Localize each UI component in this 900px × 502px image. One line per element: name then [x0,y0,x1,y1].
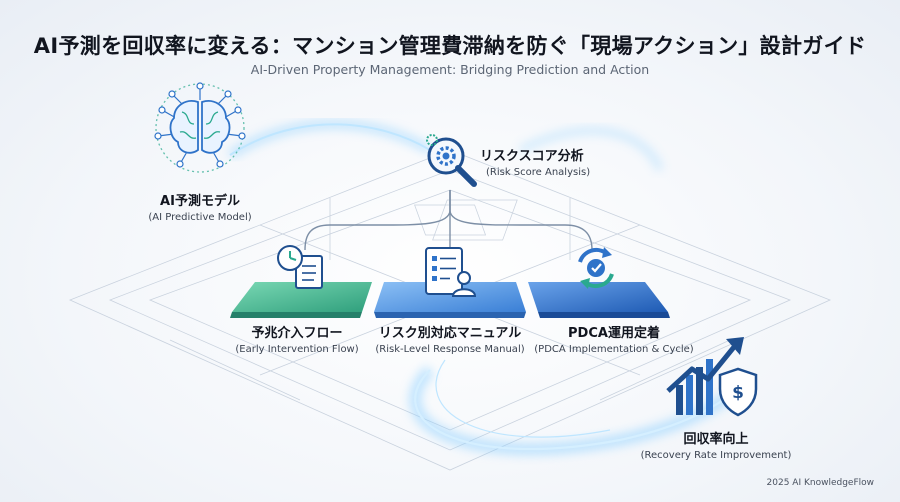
node-ai-model-jp: AI予測モデル [160,194,240,209]
node-ai-model: AI予測モデル (AI Predictive Model) [110,190,290,223]
clock-document-icon [277,245,323,289]
node-risk-score-jp: リスクスコア分析 [480,149,584,164]
node-recovery: 回収率向上 (Recovery Rate Improvement) [626,428,806,461]
growth-chart-shield-icon: $ [666,337,758,417]
node-pdca: PDCA運用定着 (PDCA Implementation & Cycle) [524,322,704,355]
platform-pdca [528,282,670,318]
flow-light-trails [227,119,750,456]
svg-text:$: $ [732,383,744,403]
page-title: AI予測を回収率に変える：マンション管理費滞納を防ぐ「現場アクション」設計ガイド [33,34,867,58]
node-risk-manual: リスク別対応マニュアル (Risk-Level Response Manual) [360,322,540,355]
platform-risk-manual [374,282,526,318]
node-risk-score-en: (Risk Score Analysis) [486,167,591,178]
page-subtitle: AI-Driven Property Management: Bridging … [250,62,650,77]
platform-early-intervention [230,282,372,318]
node-pdca-jp: PDCA運用定着 [568,326,660,341]
node-early-intervention: 予兆介入フロー (Early Intervention Flow) [212,322,382,355]
footer-credit: 2025 AI KnowledgeFlow [766,478,874,488]
node-recovery-en: (Recovery Rate Improvement) [640,450,792,461]
node-risk-manual-en: (Risk-Level Response Manual) [375,344,525,355]
node-early-intervention-jp: 予兆介入フロー [251,326,343,341]
node-risk-score: リスクスコア分析 (Risk Score Analysis) [480,145,630,178]
checklist-person-icon [425,247,477,297]
node-ai-model-en: (AI Predictive Model) [148,212,252,223]
cycle-check-icon [578,247,614,289]
node-risk-manual-jp: リスク別対応マニュアル [378,326,522,341]
magnifier-gear-icon [426,134,477,187]
brain-network-icon [154,82,246,173]
connector-lines [304,190,593,258]
node-pdca-en: (PDCA Implementation & Cycle) [534,344,694,355]
node-recovery-jp: 回収率向上 [683,432,749,447]
node-early-intervention-en: (Early Intervention Flow) [235,344,359,355]
